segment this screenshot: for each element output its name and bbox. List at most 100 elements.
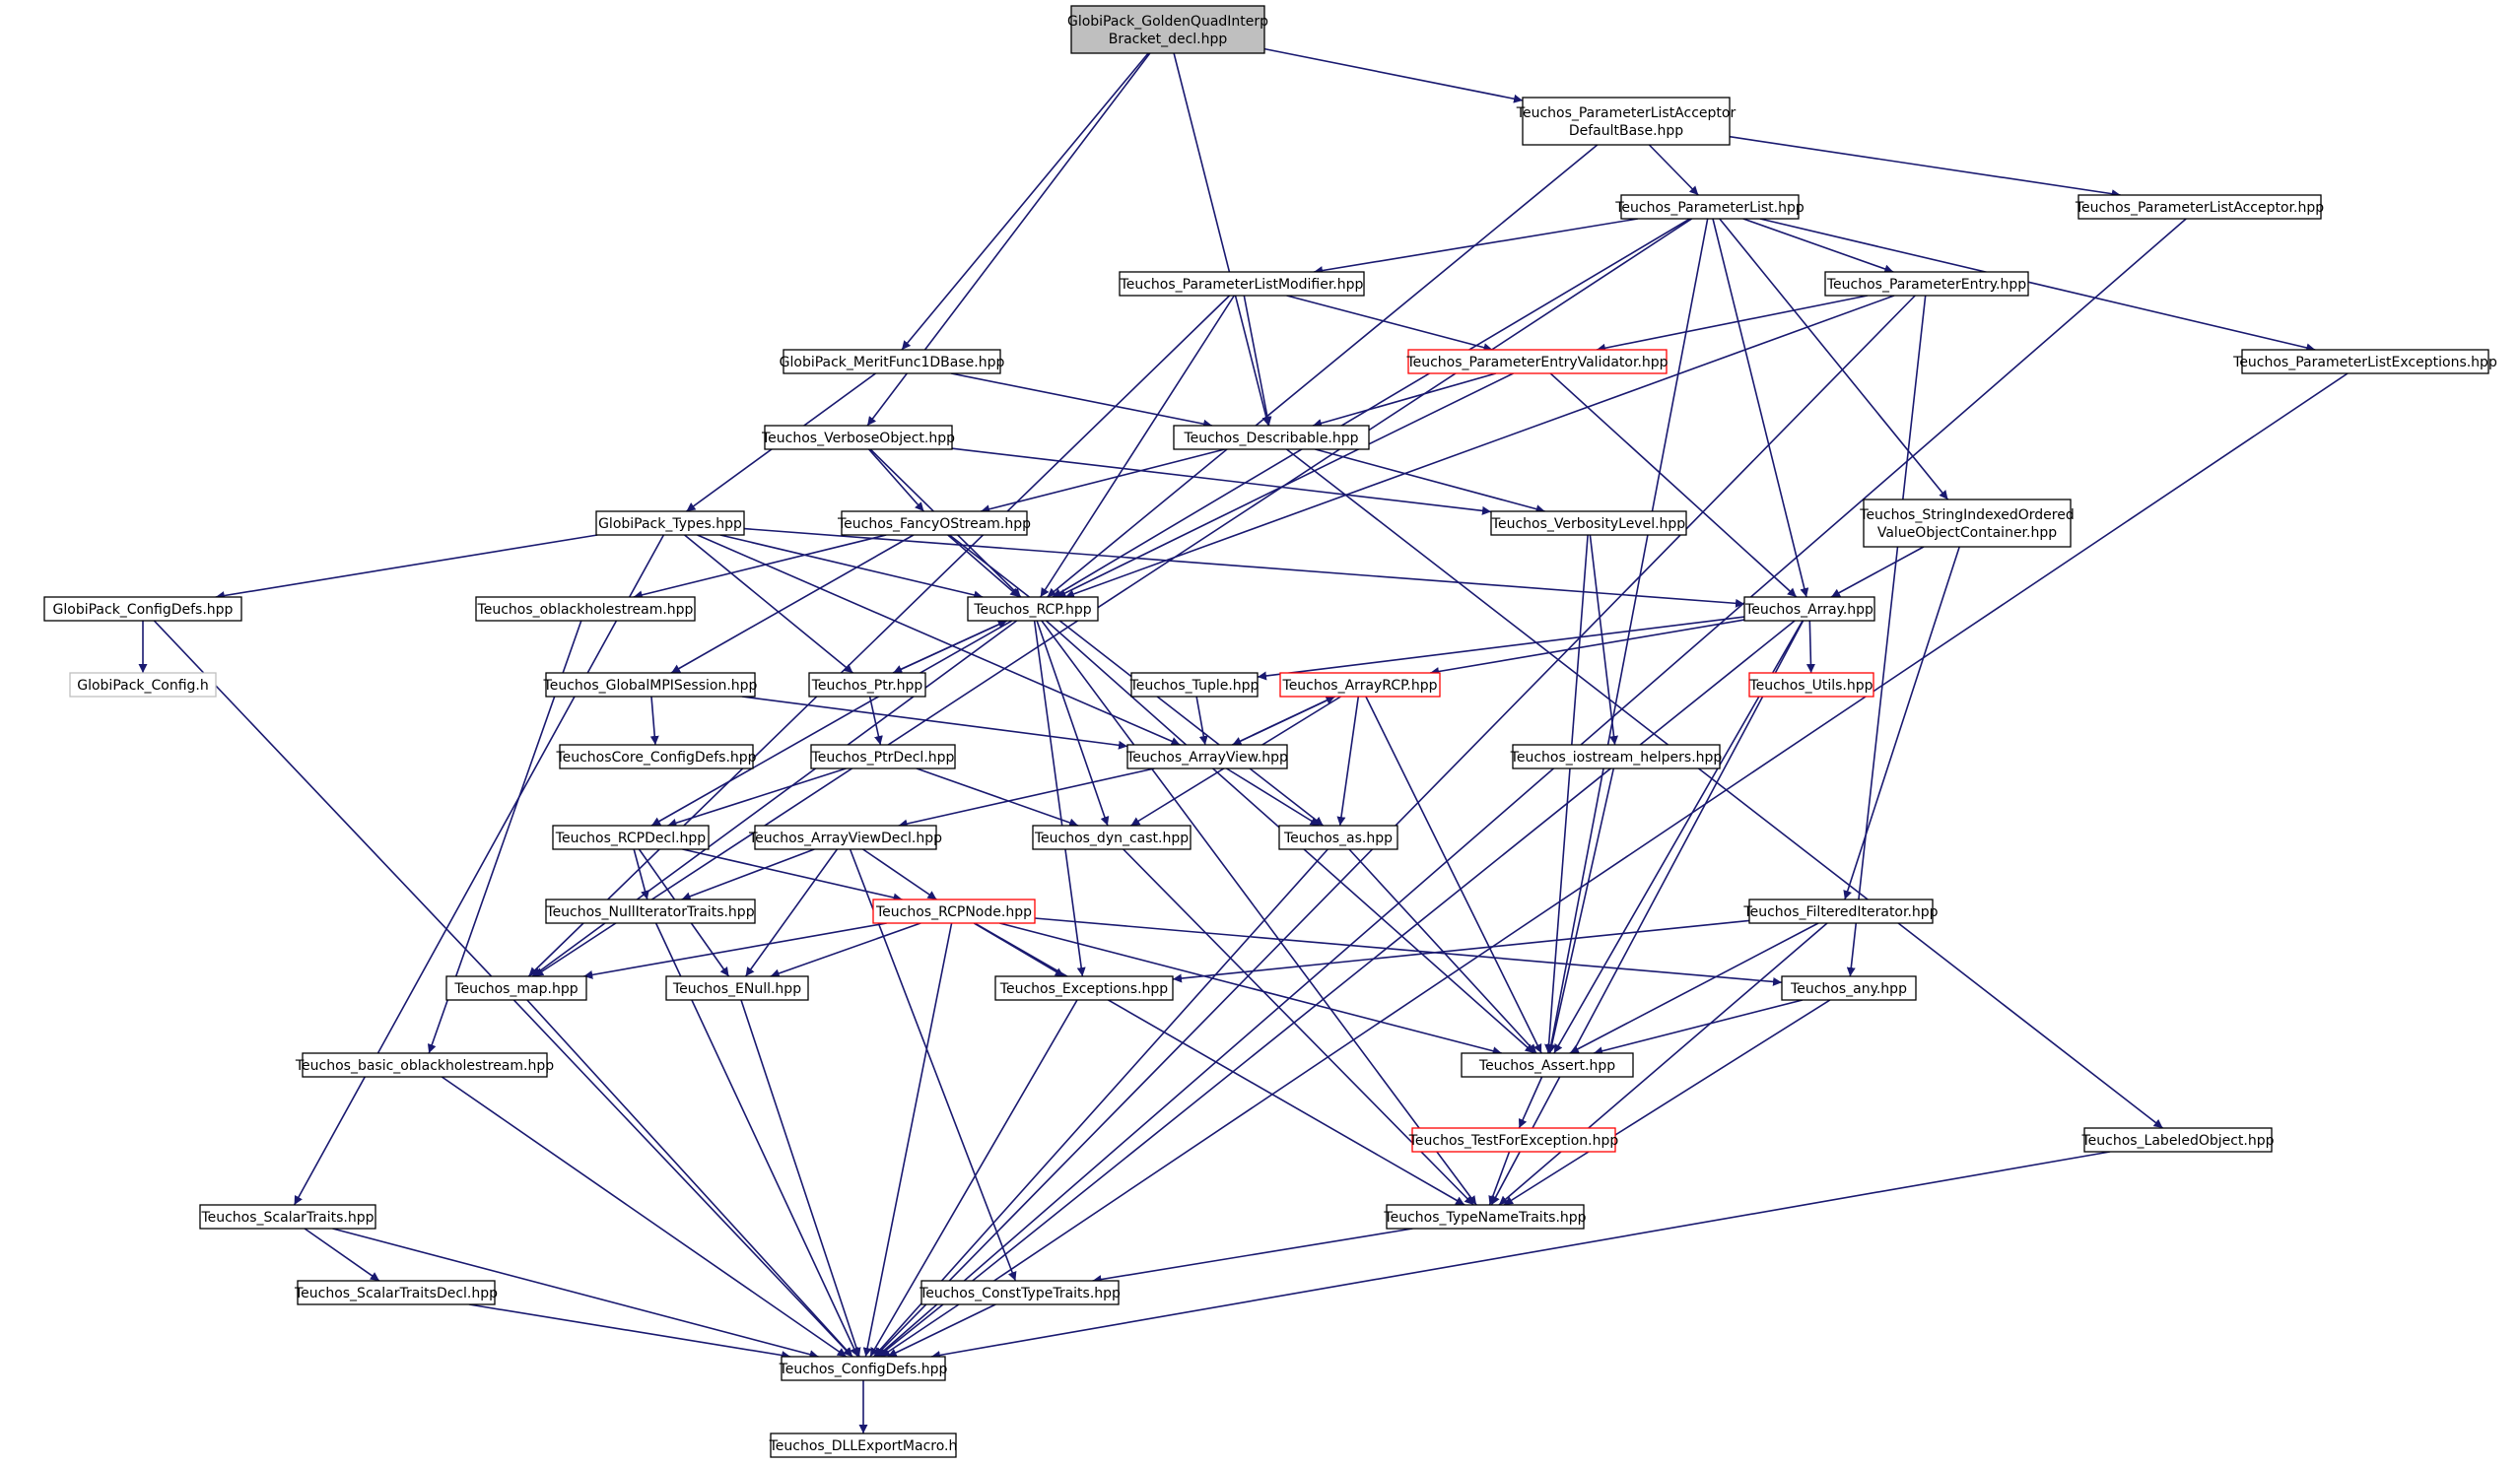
node-gt[interactable]: GlobiPack_Types.hpp: [595, 510, 745, 536]
node-enull[interactable]: Teuchos_ENull.hpp: [665, 975, 809, 1001]
node-tccd[interactable]: TeuchosCore_ConfigDefs.hpp: [555, 744, 757, 769]
edge-pl-to-arr: [1712, 218, 1809, 598]
node-box: [1863, 499, 2072, 548]
node-tup[interactable]: Teuchos_Tuple.hpp: [1129, 672, 1260, 698]
node-label: Teuchos_ParameterListExceptions.hpp: [2232, 355, 2497, 370]
edge-map-to-cd: [526, 999, 853, 1358]
node-asrt[interactable]: Teuchos_Assert.hpp: [1461, 1052, 1634, 1078]
node-arcp[interactable]: Teuchos_ArrayRCP.hpp: [1279, 672, 1441, 698]
node-box: [1522, 97, 1731, 146]
edge-bobhs-to-cd: [441, 1076, 848, 1358]
edge-sio-to-arr: [1830, 546, 1925, 598]
node-rcpn[interactable]: Teuchos_RCPNode.hpp: [872, 899, 1036, 924]
node-box: [808, 672, 926, 698]
edge-fit-to-exc: [1172, 919, 1750, 983]
edge-lo-to-cd: [930, 1151, 2111, 1360]
edge-tfe-to-tnt: [1488, 1151, 1511, 1206]
node-box: [1032, 825, 1192, 850]
node-plm[interactable]: Teuchos_ParameterListModifier.hpp: [1119, 271, 1365, 297]
node-tnt[interactable]: Teuchos_TypeNameTraits.hpp: [1383, 1204, 1587, 1230]
node-box: [1279, 672, 1441, 698]
node-sio[interactable]: Teuchos_StringIndexedOrderedValueObjectC…: [1859, 499, 2075, 548]
edge-any-to-tnt: [1503, 999, 1831, 1206]
node-ple[interactable]: Teuchos_ParameterListExceptions.hpp: [2232, 349, 2497, 374]
node-gcd[interactable]: GlobiPack_ConfigDefs.hpp: [43, 596, 242, 622]
node-pe[interactable]: Teuchos_ParameterEntry.hpp: [1824, 271, 2029, 297]
node-desc[interactable]: Teuchos_Describable.hpp: [1173, 425, 1370, 450]
edge-desc-to-lo: [1286, 448, 2163, 1129]
edge-pev-to-rcp: [1056, 372, 1514, 598]
node-box: [1130, 672, 1259, 698]
node-label: TeuchosCore_ConfigDefs.hpp: [555, 750, 756, 766]
edge-pe-to-pev: [1596, 295, 1869, 353]
node-label: Teuchos_ScalarTraits.hpp: [200, 1210, 374, 1226]
node-label: Teuchos_basic_oblackholestream.hpp: [295, 1058, 554, 1074]
node-vl[interactable]: Teuchos_VerbosityLevel.hpp: [1490, 510, 1687, 536]
node-gmpi[interactable]: Teuchos_GlobalMPISession.hpp: [543, 672, 758, 698]
node-nit[interactable]: Teuchos_NullIteratorTraits.hpp: [545, 899, 756, 924]
node-avd[interactable]: Teuchos_ArrayViewDecl.hpp: [748, 825, 942, 850]
edge-rcpn-to-cd: [862, 922, 953, 1358]
node-label: Teuchos_Array.hpp: [1744, 602, 1873, 618]
edge-arcp-to-asrt: [1365, 696, 1542, 1054]
edge-av-to-avd: [898, 767, 1155, 829]
edge-rcp-to-exc: [1033, 620, 1086, 977]
node-cd[interactable]: Teuchos_ConfigDefs.hpp: [779, 1356, 948, 1381]
node-lo[interactable]: Teuchos_LabeledObject.hpp: [2080, 1127, 2275, 1153]
node-box: [770, 1433, 957, 1458]
node-std[interactable]: Teuchos_ScalarTraitsDecl.hpp: [294, 1280, 498, 1305]
node-gc[interactable]: GlobiPack_Config.h: [69, 672, 217, 698]
node-label: Teuchos_NullIteratorTraits.hpp: [545, 904, 754, 920]
node-fos[interactable]: Teuchos_FancyOStream.hpp: [837, 510, 1031, 536]
node-arr[interactable]: Teuchos_Array.hpp: [1743, 596, 1875, 622]
node-pev[interactable]: Teuchos_ParameterEntryValidator.hpp: [1405, 349, 1669, 374]
node-dyn[interactable]: Teuchos_dyn_cast.hpp: [1032, 825, 1192, 850]
edge-root-to-plad: [1263, 47, 1524, 103]
node-rcp[interactable]: Teuchos_RCP.hpp: [967, 596, 1099, 622]
node-map[interactable]: Teuchos_map.hpp: [445, 975, 587, 1001]
node-exc[interactable]: Teuchos_Exceptions.hpp: [994, 975, 1174, 1001]
node-pla[interactable]: Teuchos_ParameterListAcceptor.hpp: [2075, 194, 2324, 220]
node-ctt[interactable]: Teuchos_ConstTypeTraits.hpp: [919, 1280, 1121, 1305]
node-bobhs[interactable]: Teuchos_basic_oblackholestream.hpp: [295, 1052, 554, 1078]
node-pl[interactable]: Teuchos_ParameterList.hpp: [1614, 194, 1805, 220]
node-root[interactable]: GlobiPack_GoldenQuadInterpBracket_decl.h…: [1067, 5, 1268, 54]
node-label: Teuchos_Exceptions.hpp: [999, 981, 1168, 997]
node-box: [1173, 425, 1370, 450]
node-obhs[interactable]: Teuchos_oblackholestream.hpp: [475, 596, 696, 622]
node-av[interactable]: Teuchos_ArrayView.hpp: [1125, 744, 1288, 769]
edge-fit-to-tnt: [1498, 922, 1828, 1206]
edge-root-to-desc: [1173, 52, 1271, 427]
edge-plm-to-desc: [1243, 295, 1272, 427]
node-ptr[interactable]: Teuchos_Ptr.hpp: [808, 672, 926, 698]
edge-gmpi-to-tccd: [649, 696, 659, 746]
edge-ptr-to-rcp: [892, 620, 1008, 674]
node-label: Teuchos_Describable.hpp: [1183, 431, 1358, 446]
node-ioh[interactable]: Teuchos_iostream_helpers.hpp: [1510, 744, 1723, 769]
edge-rcp-to-tnt: [1041, 620, 1477, 1206]
node-dll[interactable]: Teuchos_DLLExportMacro.h: [769, 1433, 958, 1458]
node-plad[interactable]: Teuchos_ParameterListAcceptorDefaultBase…: [1516, 97, 1737, 146]
edge-arr-to-tnt: [1490, 620, 1805, 1206]
node-st[interactable]: Teuchos_ScalarTraits.hpp: [199, 1204, 376, 1230]
node-label: Teuchos_map.hpp: [453, 981, 578, 997]
node-box: [595, 510, 745, 536]
node-box: [302, 1052, 548, 1078]
edge-arcp-to-as: [1336, 696, 1360, 827]
node-any[interactable]: Teuchos_any.hpp: [1781, 975, 1917, 1001]
edge-arr-to-tup: [1257, 616, 1745, 681]
edge-pla-to-cd: [876, 218, 2187, 1358]
node-rcpd[interactable]: Teuchos_RCPDecl.hpp: [552, 825, 710, 850]
node-as[interactable]: Teuchos_as.hpp: [1278, 825, 1398, 850]
edge-plad-to-pl: [1648, 144, 1699, 196]
node-vo[interactable]: Teuchos_VerboseObject.hpp: [761, 425, 955, 450]
node-mf[interactable]: GlobiPack_MeritFunc1DBase.hpp: [780, 349, 1005, 374]
node-box: [872, 899, 1036, 924]
node-tfe[interactable]: Teuchos_TestForException.hpp: [1408, 1127, 1619, 1153]
node-ptrd[interactable]: Teuchos_PtrDecl.hpp: [810, 744, 956, 769]
node-box: [545, 672, 756, 698]
node-fit[interactable]: Teuchos_FilteredIterator.hpp: [1742, 899, 1939, 924]
node-utils[interactable]: Teuchos_Utils.hpp: [1748, 672, 1874, 698]
edge-ioh-to-asrt: [1547, 767, 1615, 1054]
